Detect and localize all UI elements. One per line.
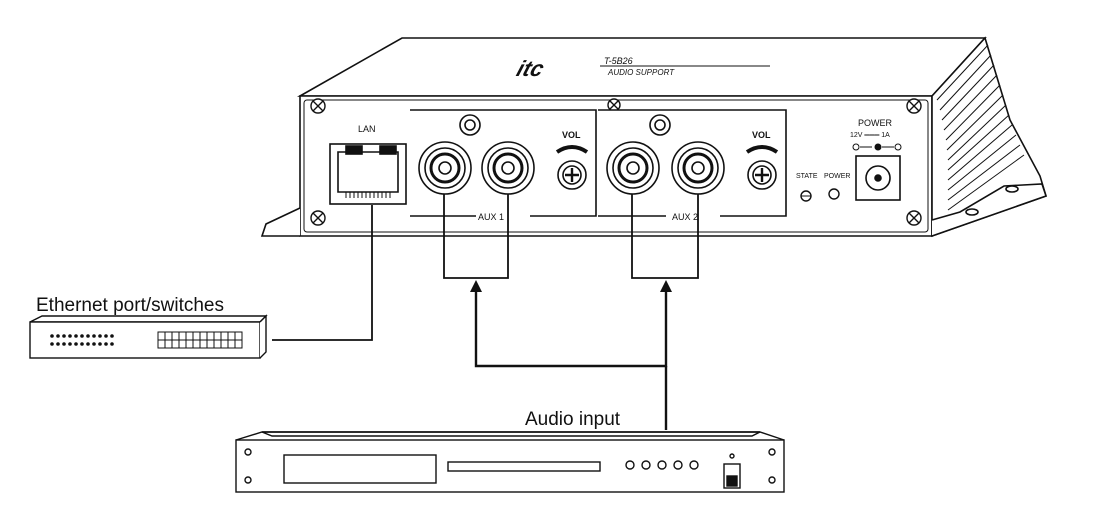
model-text: T-5B26 (604, 56, 633, 66)
power-led-label: POWER (824, 173, 850, 180)
power-led (828, 188, 840, 200)
ethernet-label: Ethernet port/switches (36, 295, 224, 316)
indicator-led (729, 453, 735, 459)
vol-arc-icon (555, 145, 589, 154)
rca-jack-left (606, 141, 660, 195)
screw-icon (310, 98, 326, 114)
rca-jack-left (418, 141, 472, 195)
panel-screws (310, 98, 922, 226)
lan-cable (272, 205, 373, 341)
rack-hole (768, 476, 776, 484)
aux1-bracket (443, 194, 509, 279)
mount-hole (965, 208, 979, 216)
switch-leds (50, 334, 114, 346)
audio-source-device: Audio input (235, 409, 785, 493)
aux1-label: AUX 1 (478, 212, 504, 222)
screw-icon (649, 114, 671, 136)
aux2-group: AUX 2 VOL (598, 109, 787, 222)
polarity-icon (852, 143, 902, 151)
screw-icon (906, 98, 922, 114)
display-window (283, 454, 437, 484)
vol2-label: VOL (752, 130, 771, 140)
audio-split-line (474, 290, 668, 368)
arrow-up-icon (660, 280, 672, 292)
aux2-bracket (631, 194, 699, 279)
screw-icon (906, 210, 922, 226)
connection-lines (272, 194, 699, 430)
rca-jack-right (671, 141, 725, 195)
ethernet-switch: Ethernet port/switches (29, 295, 268, 359)
switch-ports (157, 331, 243, 349)
audio-input-label: Audio input (525, 409, 621, 430)
screw-icon (310, 210, 326, 226)
volume-knob-1 (557, 160, 587, 190)
rack-hole (244, 476, 252, 484)
vol-arc-icon (745, 145, 779, 154)
brand-logo: itc T-5B26 AUDIO SUPPORT (514, 56, 770, 81)
rack-hole (768, 448, 776, 456)
power-rating: 12V ═══ 1A (850, 132, 890, 139)
power-jack: POWER 12V ═══ 1A (850, 118, 902, 201)
lan-label: LAN (358, 124, 376, 134)
vol1-label: VOL (562, 130, 581, 140)
heatsink-fins (936, 44, 1025, 211)
power-label: POWER (858, 118, 893, 128)
mount-hole (1005, 185, 1019, 193)
aux2-label: AUX 2 (672, 212, 698, 222)
screw-icon (459, 114, 481, 136)
volume-knob-2 (747, 160, 777, 190)
rca-jack-right (481, 141, 535, 195)
state-label: STATE (796, 173, 818, 180)
status-leds: STATE POWER (796, 173, 850, 202)
rack-hole (244, 448, 252, 456)
model-subtitle: AUDIO SUPPORT (607, 68, 675, 77)
aux1-group: AUX 1 VOL (410, 109, 597, 222)
disc-slot (447, 461, 601, 472)
lan-port: LAN (329, 124, 407, 205)
control-buttons (625, 460, 699, 470)
arrow-up-icon (470, 280, 482, 292)
